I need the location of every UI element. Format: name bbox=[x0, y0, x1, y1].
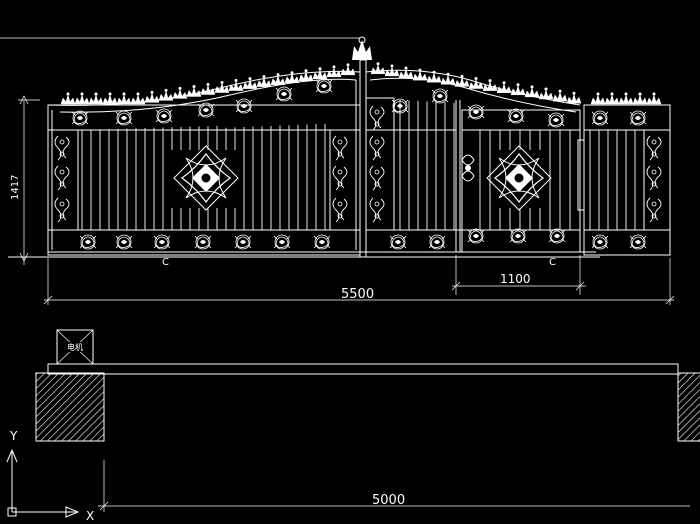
left-pillar bbox=[35, 372, 105, 442]
crown-leaf bbox=[566, 91, 582, 104]
total-width-label: 5500 bbox=[341, 287, 374, 302]
crown-leaf bbox=[384, 63, 400, 77]
center-post bbox=[359, 59, 367, 258]
crown-leaf bbox=[186, 84, 202, 97]
rosette-ornament bbox=[194, 234, 212, 250]
crown-leaf bbox=[256, 74, 272, 88]
plan-view: 电机 5000 bbox=[35, 329, 700, 512]
motor-box: 电机 bbox=[56, 329, 94, 365]
crown-leaf bbox=[74, 92, 90, 105]
center-mark-left: C bbox=[162, 257, 169, 268]
crown-leaf bbox=[284, 70, 300, 84]
crown-leaf bbox=[524, 84, 540, 98]
crown-leaf bbox=[538, 87, 554, 100]
crown-leaf bbox=[312, 66, 328, 80]
lock-ornament bbox=[461, 154, 475, 182]
top-finial bbox=[352, 36, 372, 60]
crown-leaf bbox=[398, 66, 414, 79]
rosette-ornament bbox=[629, 234, 647, 250]
diamond-ornament-left bbox=[173, 145, 239, 211]
crown-leaf bbox=[270, 72, 286, 86]
crown-leaf bbox=[482, 78, 498, 92]
crown-leaf bbox=[116, 92, 132, 105]
rosette-ornament bbox=[235, 98, 253, 114]
left-top-arch bbox=[47, 70, 361, 106]
rosette-ornament bbox=[71, 110, 89, 126]
crown-leaf bbox=[242, 76, 258, 90]
height-dimension: 1417 bbox=[10, 95, 40, 265]
rosette-ornament bbox=[115, 234, 133, 250]
crown-leaf bbox=[130, 92, 146, 105]
rosette-ornament bbox=[313, 234, 331, 250]
crown-leaf bbox=[200, 82, 216, 95]
height-dimension-label: 1417 bbox=[10, 175, 21, 200]
rosette-ornament bbox=[115, 110, 133, 126]
crown-leaf bbox=[632, 92, 648, 105]
rosette-ornament bbox=[275, 86, 293, 102]
crown-leaf bbox=[144, 90, 160, 103]
right-fence-section bbox=[583, 104, 671, 256]
left-top-arch-inner bbox=[59, 78, 357, 113]
crown-leaf bbox=[440, 72, 456, 85]
crown-leaf bbox=[370, 61, 386, 75]
rosette-ornament bbox=[428, 234, 446, 250]
crown-leaf bbox=[590, 92, 606, 105]
rosette-ornament bbox=[315, 78, 333, 94]
rosette-ornament bbox=[431, 88, 449, 104]
rosette-ornament bbox=[153, 234, 171, 250]
total-width-dimension: 5500 bbox=[43, 258, 675, 305]
crown-leaf bbox=[102, 92, 118, 105]
right-pillar bbox=[677, 372, 700, 442]
scroll-panel-mid bbox=[329, 129, 357, 231]
rosette-ornament bbox=[507, 108, 525, 124]
rosette-ornament bbox=[591, 110, 609, 126]
scroll-panel-right bbox=[643, 129, 671, 231]
crown-leaf bbox=[646, 92, 662, 105]
gate-track bbox=[47, 363, 679, 375]
crown-leaf bbox=[60, 92, 76, 105]
rosette-ornament bbox=[467, 104, 485, 120]
rosette-ornament bbox=[509, 228, 527, 244]
rosette-ornament bbox=[273, 234, 291, 250]
diamond-ornament-right bbox=[486, 145, 552, 211]
door-dimension: 1100 bbox=[451, 255, 586, 295]
rosette-ornament bbox=[548, 228, 566, 244]
door-dimension-label: 1100 bbox=[500, 272, 531, 286]
crown-leaf bbox=[618, 92, 634, 105]
gate-elevation bbox=[0, 36, 671, 258]
crown-leaf bbox=[214, 80, 230, 94]
motor-label: 电机 bbox=[67, 342, 83, 352]
ucs-x-label: X bbox=[86, 509, 94, 523]
crown-leaf bbox=[298, 68, 314, 82]
crown-ornaments bbox=[60, 61, 662, 105]
center-mark-right: C bbox=[549, 257, 556, 268]
rosette-ornament bbox=[234, 234, 252, 250]
crown-leaf bbox=[340, 62, 356, 76]
crown-leaf bbox=[604, 92, 620, 105]
crown-leaf bbox=[552, 89, 568, 102]
opening-width-label: 5000 bbox=[372, 493, 405, 508]
ucs-y-label: Y bbox=[9, 429, 18, 443]
crown-leaf bbox=[172, 86, 188, 99]
crown-leaf bbox=[496, 80, 512, 94]
rosette-ornament bbox=[155, 108, 173, 124]
ucs-icon: Y X bbox=[6, 429, 94, 523]
scroll-panel-left bbox=[51, 129, 79, 231]
crown-leaf bbox=[88, 92, 104, 105]
rosette-ornament bbox=[591, 234, 609, 250]
crown-leaf bbox=[326, 64, 342, 78]
crown-leaf bbox=[468, 76, 484, 89]
rosette-ornament bbox=[467, 228, 485, 244]
crown-leaf bbox=[158, 88, 174, 101]
rosette-ornament bbox=[389, 234, 407, 250]
rosette-ornament bbox=[79, 234, 97, 250]
crown-leaf bbox=[228, 78, 244, 92]
scroll-panel-center-right bbox=[365, 97, 395, 231]
rosette-ornament bbox=[629, 110, 647, 126]
rosette-ornament bbox=[547, 112, 565, 128]
crown-leaf bbox=[510, 82, 526, 96]
vertical-bars bbox=[81, 100, 636, 230]
